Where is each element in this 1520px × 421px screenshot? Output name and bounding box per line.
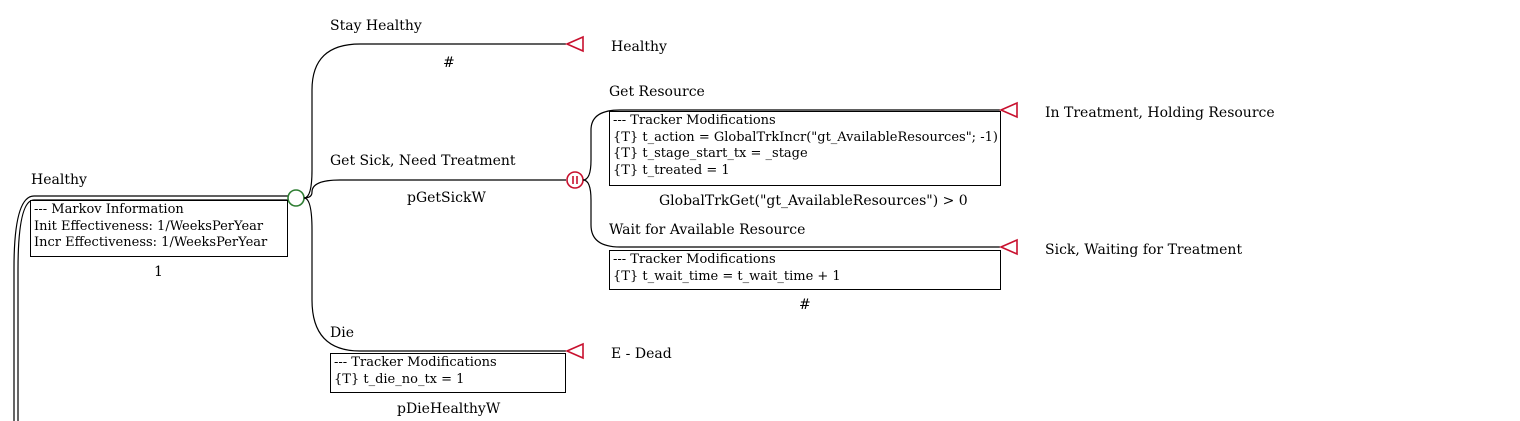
die-probability: pDieHealthyW — [397, 401, 501, 417]
tracker-line: {T} t_die_no_tx = 1 — [334, 371, 465, 387]
terminal-node-sick-waiting[interactable] — [999, 238, 1018, 256]
get-resource-label: Get Resource — [609, 84, 705, 100]
markov-info-line: Init Effectiveness: 1/WeeksPerYear — [34, 218, 264, 234]
get-sick-probability: pGetSickW — [407, 190, 486, 206]
wait-resource-probability: # — [799, 297, 811, 313]
get-sick-branch-line — [303, 179, 566, 199]
wait-resource-tracker-box: --- Tracker Modifications {T} t_wait_tim… — [609, 250, 1001, 290]
tracker-line: {T} t_wait_time = t_wait_time + 1 — [613, 268, 841, 284]
tracker-line: {T} t_treated = 1 — [613, 162, 730, 178]
markov-node[interactable] — [566, 171, 584, 189]
tracker-line: {T} t_action = GlobalTrkIncr("gt_Availab… — [613, 129, 998, 145]
get-resource-tracker-box: --- Tracker Modifications {T} t_action =… — [609, 111, 1001, 186]
stay-healthy-probability: # — [443, 55, 455, 71]
tracker-line: {T} t_stage_start_tx = _stage — [613, 146, 808, 161]
markov-info-line: --- Markov Information — [34, 202, 184, 217]
root-label: Healthy — [31, 172, 87, 188]
root-branch-line — [13, 195, 290, 421]
terminal-label-in-treatment: In Treatment, Holding Resource — [1045, 105, 1275, 121]
terminal-label-sick-waiting: Sick, Waiting for Treatment — [1045, 242, 1243, 258]
wait-resource-branch-line — [582, 179, 1000, 248]
tracker-line: --- Tracker Modifications — [334, 355, 497, 370]
stay-healthy-branch-line — [303, 43, 566, 199]
terminal-label-healthy: Healthy — [611, 39, 667, 55]
markov-info-line: Incr Effectiveness: 1/WeeksPerYear — [34, 235, 268, 250]
tracker-line: --- Tracker Modifications — [613, 113, 776, 128]
get-resource-branch-line — [582, 109, 1000, 181]
root-probability: 1 — [154, 264, 163, 280]
stay-healthy-label: Stay Healthy — [330, 18, 422, 34]
tracker-line: --- Tracker Modifications — [613, 252, 776, 267]
wait-resource-label: Wait for Available Resource — [609, 222, 806, 238]
markov-info-box: --- Markov Information Init Effectivenes… — [30, 200, 288, 257]
terminal-node-in-treatment[interactable] — [999, 101, 1018, 119]
terminal-node-dead[interactable] — [565, 342, 584, 360]
terminal-node-healthy[interactable] — [565, 35, 584, 53]
terminal-label-dead: E - Dead — [611, 346, 672, 362]
die-branch-line — [303, 197, 566, 352]
die-tracker-box: --- Tracker Modifications {T} t_die_no_t… — [330, 353, 566, 393]
die-label: Die — [330, 325, 354, 341]
get-resource-probability: GlobalTrkGet("gt_AvailableResources") > … — [659, 193, 968, 209]
get-sick-label: Get Sick, Need Treatment — [330, 153, 516, 169]
chance-node[interactable] — [287, 189, 305, 207]
